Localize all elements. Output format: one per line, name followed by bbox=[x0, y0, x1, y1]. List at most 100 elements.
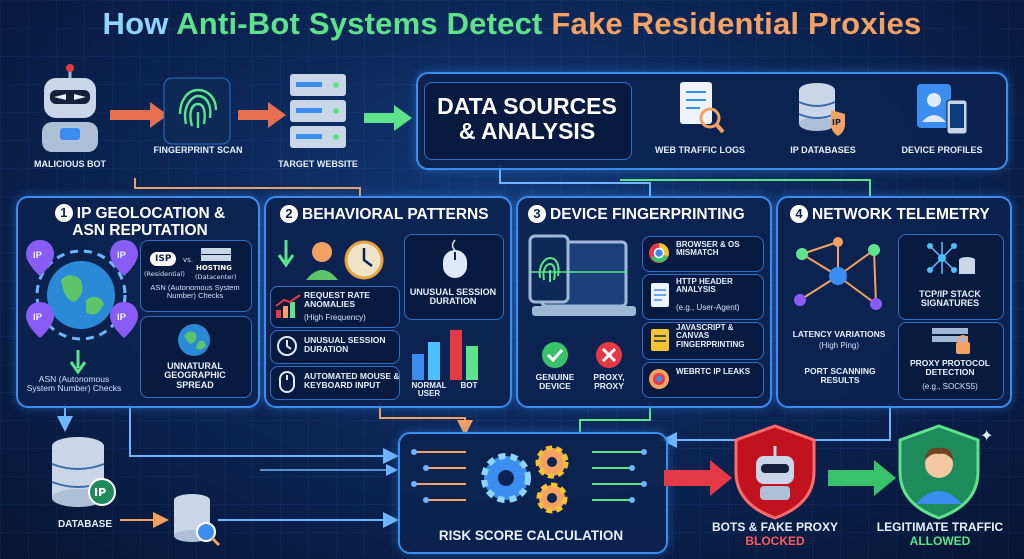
hosting-sub-label: (Datacenter) bbox=[195, 273, 237, 281]
webrtc-label: WEBRTC IP LEAKS bbox=[676, 367, 751, 376]
arrow-bot-to-scan bbox=[110, 102, 168, 128]
ip-database-tag: IP bbox=[832, 118, 841, 127]
latency-label: LATENCY VARIATIONS bbox=[792, 329, 886, 339]
server-icon bbox=[290, 74, 346, 148]
arrow-scan-to-target bbox=[238, 102, 286, 128]
mouse-input-box bbox=[270, 366, 400, 400]
allowed-label: LEGITIMATE TRAFFIC bbox=[876, 520, 1004, 534]
proxy-protocol-sub: (e.g., SOCKS5) bbox=[922, 382, 978, 391]
network-graph-icon bbox=[794, 237, 882, 310]
bot-label: BOT bbox=[460, 381, 478, 390]
panel-2-number: 2 bbox=[280, 205, 298, 223]
blocked-status: BLOCKED bbox=[745, 534, 805, 548]
session-duration-box bbox=[270, 330, 400, 364]
arrow-to-blocked bbox=[664, 460, 732, 496]
database-search-icon bbox=[174, 494, 221, 547]
geographic-spread-label: UNNATURAL GEOGRAPHIC SPREAD bbox=[164, 361, 226, 390]
arrow-down-asn bbox=[69, 350, 87, 375]
device-profile-icon bbox=[917, 84, 968, 135]
normal-vs-bot-bar-icon bbox=[412, 330, 478, 380]
ip-database-icon bbox=[798, 83, 845, 136]
javascript-canvas-box bbox=[642, 322, 764, 360]
proxy-protocol-box bbox=[898, 322, 1004, 400]
pin-label-4: IP bbox=[117, 312, 127, 323]
vs-label: vs. bbox=[183, 256, 194, 264]
database-label: DATABASE bbox=[57, 519, 113, 530]
http-header-sub: (e.g., User-Agent) bbox=[676, 303, 740, 312]
laptop-phone-fingerprint-icon bbox=[528, 234, 636, 316]
panel-3-number: 3 bbox=[528, 205, 546, 223]
session-duration-label: UNUSUAL SESSION DURATION bbox=[304, 335, 386, 354]
request-rate-label: REQUEST RATE ANOMALIES bbox=[304, 290, 370, 309]
risk-score-label: RISK SCORE CALCULATION bbox=[438, 528, 624, 543]
mouse-keyboard-label: AUTOMATED MOUSE & KEYBOARD INPUT bbox=[304, 371, 400, 390]
user-clock-icon bbox=[277, 240, 384, 280]
web-traffic-logs-label: WEB TRAFFIC LOGS bbox=[655, 145, 745, 155]
protocol-lock-icon bbox=[932, 328, 970, 354]
sparkle-icon: ✦ bbox=[980, 426, 994, 445]
clock-icon bbox=[277, 336, 297, 356]
asn-checks-note: ASN (Autonomous System Number) Checks bbox=[150, 283, 240, 300]
normal-user-label: NORMAL USER bbox=[411, 381, 447, 399]
isp-sub-label: (Residential) bbox=[144, 270, 185, 278]
blocked-shield-icon bbox=[734, 424, 816, 520]
panel-4-number: 4 bbox=[790, 205, 808, 223]
malicious-bot-label: MALICIOUS BOT bbox=[34, 159, 106, 169]
panel-1-title-line2: ASN REPUTATION bbox=[72, 222, 208, 240]
webrtc-icon bbox=[649, 369, 669, 389]
genuine-device-label: GENUINE DEVICE bbox=[535, 372, 575, 391]
allowed-status: ALLOWED bbox=[909, 534, 971, 548]
database-icon bbox=[51, 437, 116, 507]
arrow-to-allowed bbox=[828, 460, 896, 496]
globe-small-icon bbox=[178, 324, 210, 356]
globe-icon bbox=[35, 249, 127, 341]
javascript-canvas-label: JAVASCRIPT & CANVAS FINGERPRINTING bbox=[676, 323, 745, 349]
pin-label-3: IP bbox=[33, 312, 43, 323]
data-sources-title: DATA SOURCES & ANALYSIS bbox=[432, 93, 622, 145]
fingerprint-scan-label: FINGERPRINT SCAN bbox=[153, 145, 243, 155]
data-sources-title-line2: & ANALYSIS bbox=[458, 118, 596, 145]
asn-checks-bottom-label: ASN (Autonomous System Number) Checks bbox=[26, 374, 122, 393]
data-sources-panel: DATA SOURCES & ANALYSIS bbox=[416, 72, 1008, 170]
device-profiles-label: DEVICE PROFILES bbox=[901, 145, 983, 155]
rising-chart-icon bbox=[275, 294, 301, 318]
http-document-icon bbox=[651, 283, 669, 307]
arrow-target-to-sources bbox=[364, 105, 412, 131]
panel-4-title-text: NETWORK TELEMETRY bbox=[812, 206, 990, 223]
data-sources-title-box bbox=[424, 82, 632, 160]
datacenter-icon bbox=[201, 248, 231, 261]
latency-sub: (High Ping) bbox=[818, 341, 859, 350]
title-part-antibot: Anti-Bot Systems Detect bbox=[176, 6, 552, 41]
title-part-how: How bbox=[102, 6, 177, 41]
blocked-label: BOTS & FAKE PROXY bbox=[711, 520, 839, 534]
title-part-proxies: Fake Residential Proxies bbox=[551, 6, 922, 41]
fingerprint-icon bbox=[163, 77, 231, 145]
robot-icon bbox=[42, 64, 98, 152]
port-scanning-label: PORT SCANNING RESULTS bbox=[804, 366, 876, 385]
mouse-icon bbox=[279, 371, 295, 393]
javascript-icon bbox=[651, 329, 669, 351]
browser-icon bbox=[649, 243, 669, 263]
allowed-shield-icon bbox=[898, 424, 980, 520]
target-website-label: TARGET WEBSITE bbox=[278, 159, 358, 169]
database-ip-badge: IP bbox=[94, 486, 107, 499]
tcp-ip-label: TCP/IP STACK SIGNATURES bbox=[919, 289, 981, 309]
http-header-label: HTTP HEADER ANALYSIS bbox=[676, 277, 733, 295]
cross-icon bbox=[596, 342, 622, 368]
pin-label-1: IP bbox=[33, 250, 43, 261]
ip-databases-label: IP DATABASES bbox=[790, 145, 856, 155]
document-search-icon bbox=[680, 82, 725, 134]
pin-label-2: IP bbox=[117, 250, 127, 261]
panel-3-title-text: DEVICE FINGERPRINTING bbox=[550, 206, 745, 223]
gears-icon bbox=[411, 445, 647, 514]
ip-location-pins: IP IP IP IP bbox=[26, 240, 138, 338]
panel-2-title-text: BEHAVIORAL PATTERNS bbox=[302, 206, 489, 223]
session-duration-top-label: UNUSUAL SESSION DURATION bbox=[409, 287, 497, 307]
check-icon bbox=[542, 342, 568, 368]
page-title: How Anti-Bot Systems Detect Fake Residen… bbox=[0, 6, 1024, 42]
